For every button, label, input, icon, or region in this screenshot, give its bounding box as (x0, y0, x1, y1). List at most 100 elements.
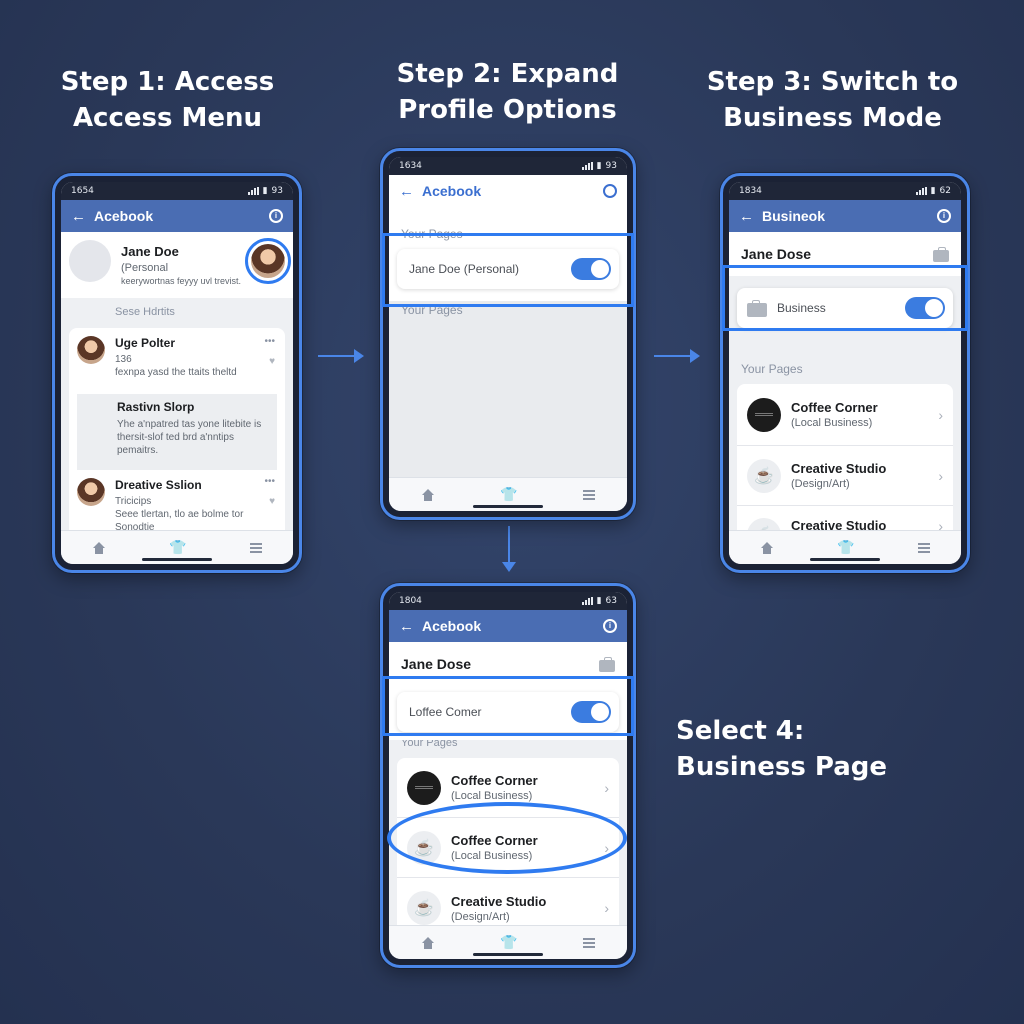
post-meta: Tricicips (115, 496, 152, 507)
section-label: Your Pages (741, 362, 803, 376)
page-category: (Local Business) (791, 417, 873, 429)
chevron-right-icon: › (604, 900, 609, 916)
more-icon[interactable]: ••• (264, 336, 275, 347)
business-mode-toggle[interactable] (905, 297, 945, 319)
app-bar: ← Acebook i (389, 610, 627, 642)
info-icon[interactable]: i (937, 209, 951, 223)
app-title: Busineok (762, 208, 826, 224)
coffee-corner-logo (747, 397, 781, 432)
post-meta: 136 (115, 354, 132, 365)
menu-icon[interactable] (582, 489, 595, 500)
more-icon[interactable]: ••• (264, 476, 275, 487)
step3-title: Step 3: Switch to Business Mode (706, 67, 959, 133)
battery-icon: ▮ (596, 161, 602, 171)
profile-header[interactable]: Jane Doe (Personal keerywortnas feyyy uv… (61, 232, 293, 298)
status-icons: ▮ 62 (915, 186, 951, 196)
avatar (251, 244, 285, 278)
battery-level: 63 (605, 596, 617, 606)
list-item[interactable]: Coffee Corner (Local Business) › (737, 384, 953, 446)
avatar (77, 478, 105, 506)
profile-avatar-button[interactable] (245, 238, 291, 284)
status-time: 1654 (71, 186, 94, 196)
flow-arrow-2-to-4 (502, 526, 516, 572)
back-arrow-icon[interactable]: ← (399, 617, 414, 635)
toggle-label: Loffee Comer (409, 705, 482, 719)
post-text-line: thersit-slof ted brd a'nntips (117, 432, 234, 443)
app-title: Acebook (422, 183, 482, 199)
info-icon[interactable]: i (269, 209, 283, 223)
info-icon[interactable]: i (603, 619, 617, 633)
home-icon[interactable] (760, 541, 774, 554)
shirt-icon[interactable]: 👕 (500, 934, 518, 950)
post-author: Rastivn Slorp (117, 400, 195, 414)
status-bar: 1804 ▮ 63 (389, 592, 627, 610)
menu-icon[interactable] (917, 542, 930, 553)
home-indicator (473, 505, 543, 508)
pages-list: Coffee Corner (Local Business) › ☕ Creat… (737, 384, 953, 554)
list-item[interactable]: Coffee Corner (Local Business) › (397, 758, 619, 818)
status-bar: 1834 ▮ 62 (729, 182, 961, 200)
chevron-right-icon: › (938, 518, 943, 534)
avatar (77, 336, 105, 364)
signal-icon (915, 187, 927, 195)
home-indicator (473, 953, 543, 956)
signal-icon (581, 597, 593, 605)
battery-level: 62 (939, 186, 951, 196)
home-icon[interactable] (421, 936, 435, 949)
back-arrow-icon[interactable]: ← (71, 207, 86, 225)
status-bar: 1634 ▮ 93 (389, 157, 627, 175)
list-item[interactable]: Rastivn Slorp Yhe a'npatred tas yone lit… (77, 394, 277, 470)
profile-name: Jane Doe (121, 244, 179, 259)
status-icons: ▮ 93 (247, 186, 283, 196)
shirt-icon[interactable]: 👕 (169, 539, 187, 555)
app-bar: ← Busineok i (729, 200, 961, 232)
status-time: 1804 (399, 596, 422, 606)
home-icon[interactable] (92, 541, 106, 554)
mode-toggle[interactable] (571, 258, 611, 280)
list-item[interactable]: Uge Polter 136 fexnpa yasd the ttaits th… (69, 336, 285, 394)
list-item[interactable]: ☕ Creative Studio (Design/Art) › (737, 446, 953, 506)
step1-title: Step 1: Access Access Menu (60, 67, 275, 133)
chevron-right-icon: › (604, 779, 609, 796)
business-toggle-row[interactable]: Business (737, 288, 953, 328)
chevron-right-icon: › (938, 406, 943, 423)
power-icon[interactable] (603, 184, 617, 198)
avatar-placeholder (69, 240, 111, 282)
phone2-screen: 1634 ▮ 93 ← Acebook Your Pages Jane Doe … (389, 157, 627, 511)
heart-icon[interactable]: ♥ (269, 356, 275, 367)
bottom-nav: 👕 (389, 925, 627, 959)
profile-toggle-row[interactable]: Jane Doe (Personal) (397, 249, 619, 289)
back-arrow-icon[interactable]: ← (739, 207, 754, 225)
step2-title: Step 2: Expand Profile Options (396, 59, 619, 125)
phone-step1: 1654 ▮ 93 ← Acebook i Jane Doe (Personal… (52, 173, 302, 573)
page-name: Coffee Corner (451, 773, 538, 788)
toggle-label: Jane Doe (Personal) (409, 262, 520, 276)
page-toggle-row[interactable]: Loffee Comer (397, 692, 619, 732)
step4-title: Select 4: Business Page (676, 716, 888, 782)
phone3-screen: 1834 ▮ 62 ← Busineok i Jane Dose Busines… (729, 182, 961, 564)
battery-icon: ▮ (930, 186, 936, 196)
briefcase-icon (933, 246, 949, 262)
signal-icon (581, 162, 593, 170)
app-bar: ← Acebook i (61, 200, 293, 232)
list-item[interactable]: Dreative Sslion Tricicips Seee tlertan, … (69, 470, 285, 534)
briefcase-icon (599, 656, 615, 672)
coffee-cup-icon: ☕ (747, 458, 781, 493)
list-item[interactable]: ☕ Creative Studio (Design/Art) › (397, 878, 619, 938)
section-label: Your Pages (401, 740, 458, 749)
highlight-business-toggle (722, 265, 968, 331)
shirt-icon[interactable]: 👕 (837, 539, 855, 555)
page-category: (Local Business) (451, 790, 533, 802)
battery-icon: ▮ (596, 596, 602, 606)
page-toggle[interactable] (571, 701, 611, 723)
status-icons: ▮ 93 (581, 161, 617, 171)
profile-name: Jane Dose (401, 656, 472, 672)
menu-icon[interactable] (249, 542, 262, 553)
heart-icon[interactable]: ♥ (269, 496, 275, 507)
bottom-nav: 👕 (61, 530, 293, 564)
home-icon[interactable] (421, 488, 435, 501)
shirt-icon[interactable]: 👕 (500, 486, 518, 502)
highlight-profile-toggle (382, 233, 634, 307)
back-arrow-icon[interactable]: ← (399, 182, 414, 200)
menu-icon[interactable] (582, 937, 595, 948)
